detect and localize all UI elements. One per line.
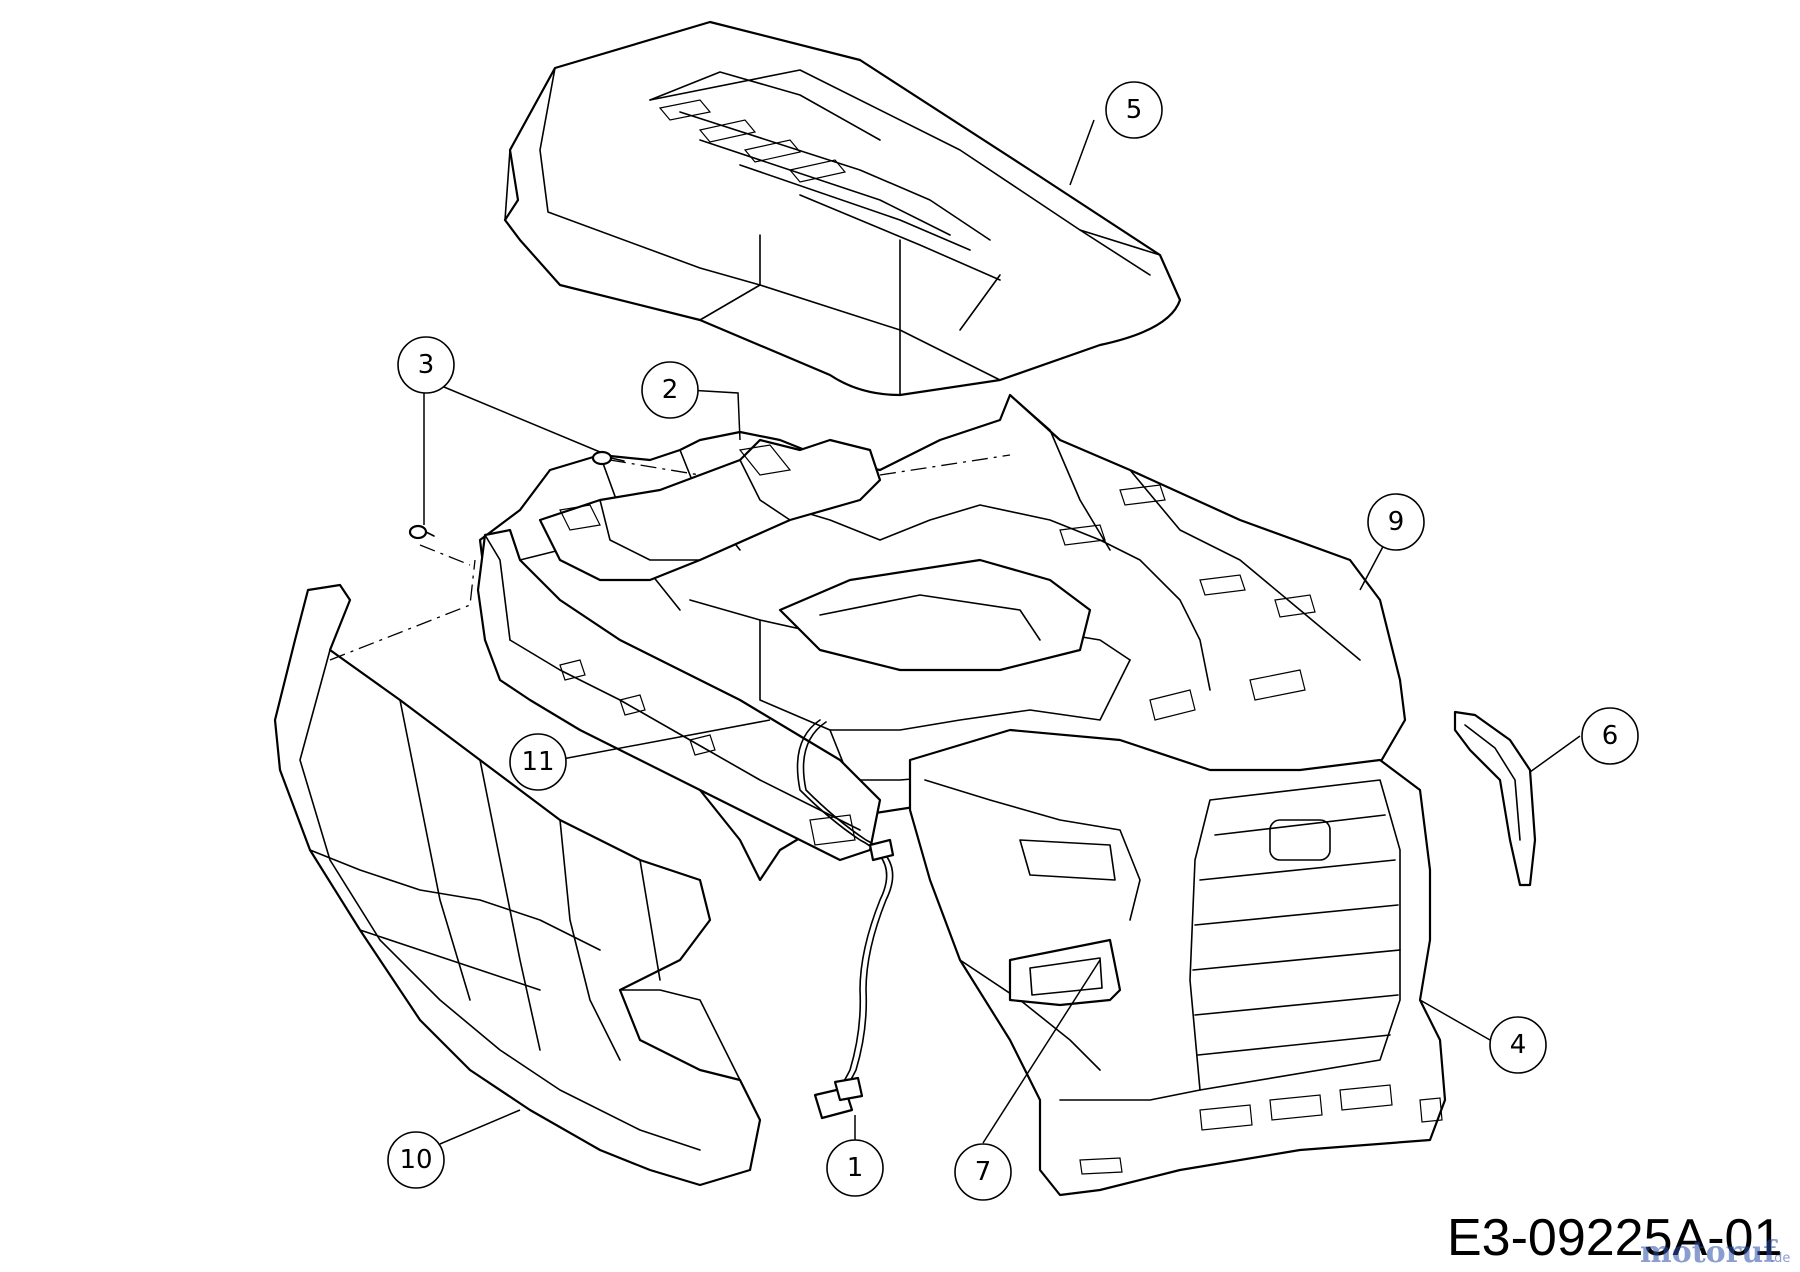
callout-9-label: 9 [1388,507,1405,537]
assembly-lines [329,454,1011,661]
watermark-suffix: .de [1770,1251,1790,1266]
leader-lines [423,119,1581,1145]
callout-1-label: 1 [847,1153,864,1183]
callout-3-label: 3 [418,350,435,380]
callout-1: 1 [826,1139,884,1197]
callout-2: 2 [641,361,699,419]
callout-11-label: 11 [521,747,554,777]
dash-panel-part [538,438,882,582]
callout-6-label: 6 [1602,721,1619,751]
callout-10-label: 10 [399,1145,432,1175]
screws-part [408,450,625,540]
callout-4: 4 [1489,1016,1547,1074]
callout-3: 3 [397,336,455,394]
wiring-harness-part [796,719,895,1120]
callout-11: 11 [509,733,567,791]
side-panel-part [273,583,762,1187]
callout-2-label: 2 [662,375,679,405]
callout-4-label: 4 [1510,1030,1527,1060]
callout-10: 10 [387,1131,445,1189]
light-lens-part [1453,710,1537,887]
callout-6: 6 [1581,707,1639,765]
callout-5: 5 [1105,81,1163,139]
watermark-logo: motoruf [1640,1235,1778,1270]
callout-7: 7 [954,1143,1012,1201]
callout-5-label: 5 [1126,95,1143,125]
lower-dash-part [476,528,882,862]
diagram-id: E3-09225A-01 [1447,1209,1782,1267]
headlight-part [1008,938,1122,1007]
callout-7-label: 7 [975,1157,992,1187]
hood-part [503,20,1182,397]
front-grille-part [908,728,1447,1197]
callout-9: 9 [1367,493,1425,551]
